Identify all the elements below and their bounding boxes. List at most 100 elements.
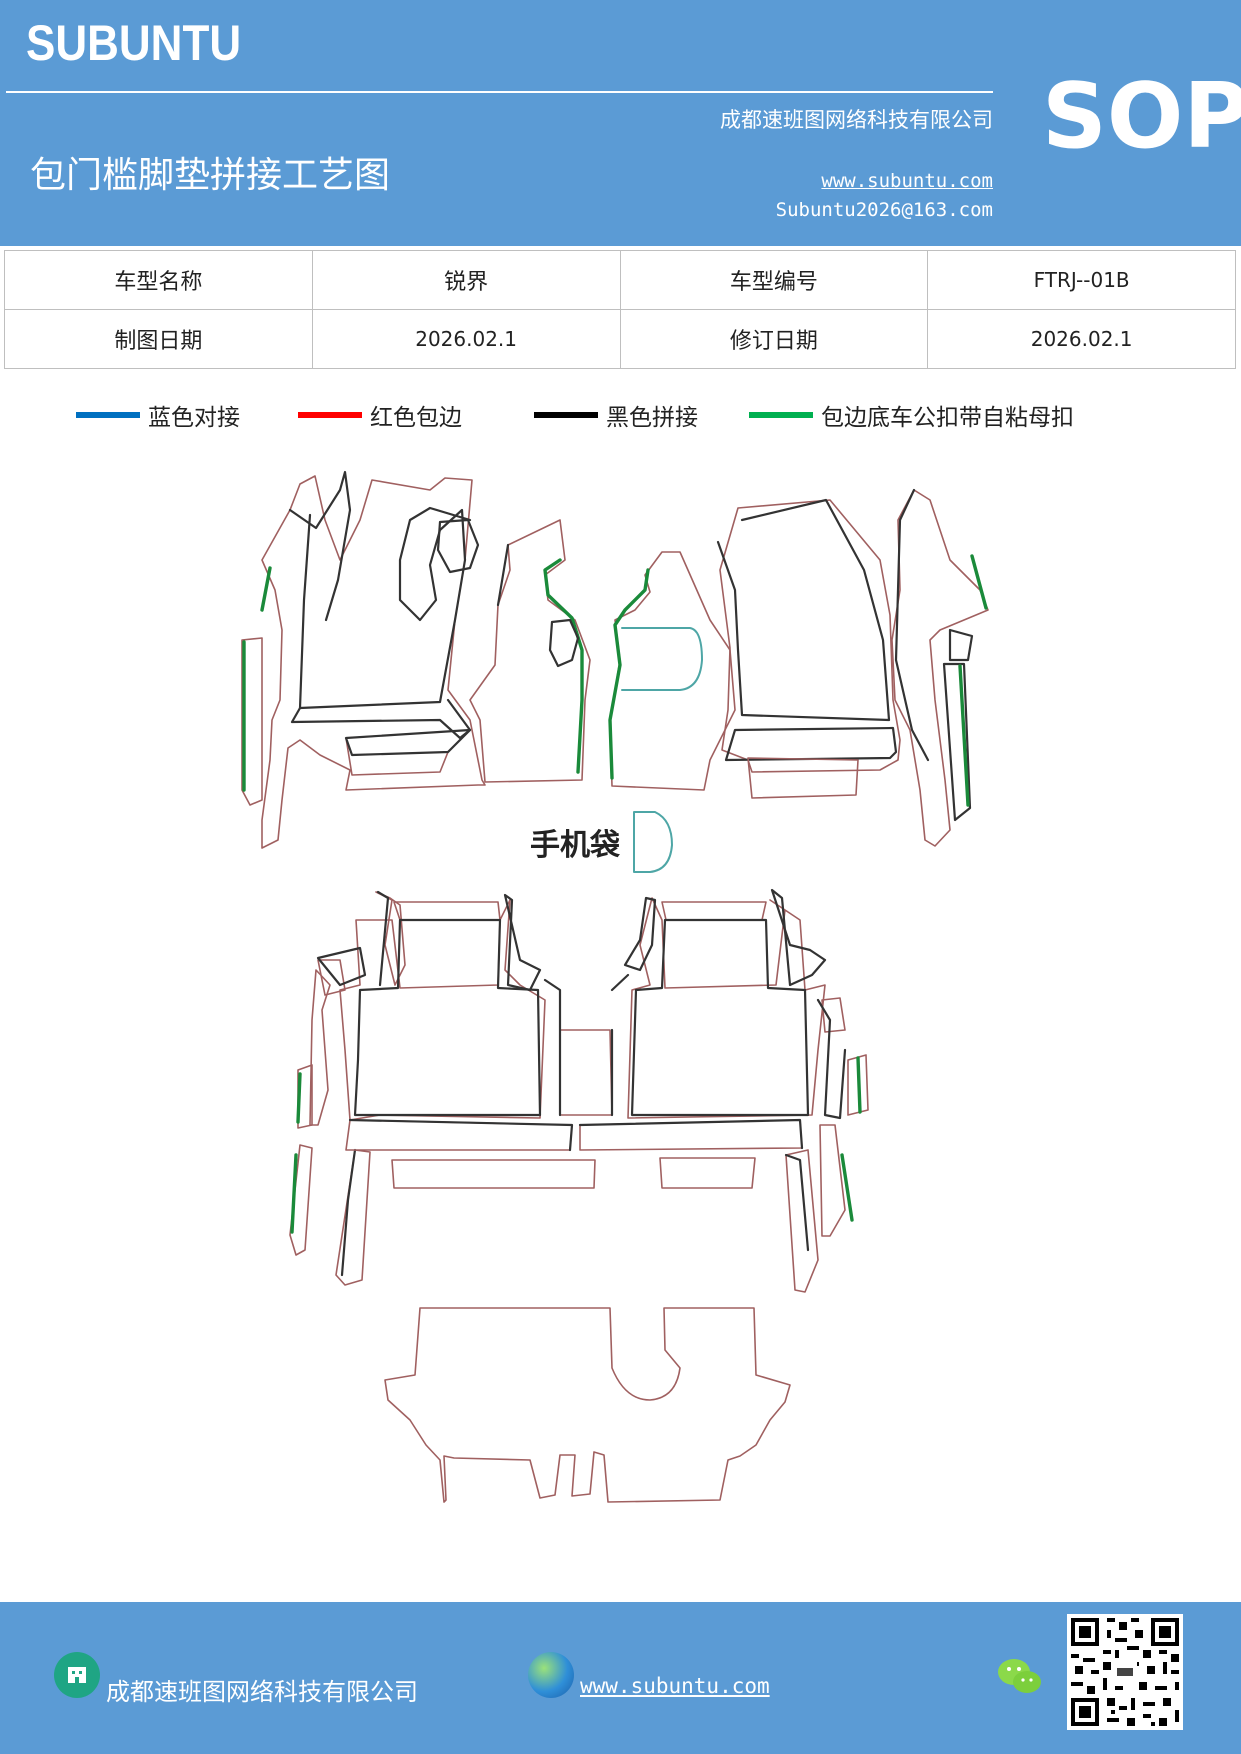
legend-swatch-red	[298, 412, 362, 418]
legend-label: 黑色拼接	[606, 405, 698, 431]
mat-outline	[785, 1149, 819, 1293]
building-icon	[68, 1667, 86, 1683]
document-title: 包门槛脚垫拼接工艺图	[30, 155, 391, 196]
legend-swatch-blue	[76, 412, 140, 418]
side-strip	[942, 662, 972, 822]
front-right-floor-piece	[469, 519, 591, 783]
legend-item-blue: 蓝色对接	[76, 398, 240, 432]
seam-line	[816, 998, 847, 1120]
seam-line	[353, 918, 542, 1117]
company-name: 成都速班图网络科技有限公司	[720, 108, 993, 132]
legend-item-red: 红色包边	[298, 398, 462, 432]
qr-code	[1067, 1614, 1183, 1730]
mat-outline	[819, 1124, 846, 1237]
mat-outline	[847, 1054, 869, 1116]
velcro-strip	[290, 1153, 298, 1234]
email-address: Subuntu2026@163.com	[775, 199, 993, 221]
seam-line	[290, 698, 472, 740]
front-right-mat	[608, 488, 989, 847]
info-table: 车型名称 锐界 车型编号 FTRJ--01B 制图日期 2026.02.1 修订…	[4, 250, 1236, 369]
mat-outline	[261, 475, 486, 849]
revise-date-value: 2026.02.1	[927, 309, 1236, 369]
side-strip	[241, 637, 263, 806]
mat-outline	[891, 489, 989, 847]
velcro-strip	[608, 568, 650, 780]
seam-line	[716, 498, 891, 722]
seam-line	[623, 896, 657, 972]
seam-line	[376, 890, 390, 987]
mat-outline	[391, 1159, 596, 1189]
footer-banner: 成都速班图网络科技有限公司 www.subuntu.com	[0, 1602, 1241, 1754]
model-name-value: 锐界	[311, 250, 621, 310]
seam-line	[503, 893, 542, 992]
front-left-mat	[241, 470, 486, 849]
second-row-mats	[289, 888, 869, 1293]
mat-outline	[627, 897, 826, 1119]
seam-line	[784, 1153, 810, 1252]
seam-line	[344, 728, 472, 757]
velcro-strip	[958, 664, 970, 807]
seam-line	[316, 946, 367, 987]
mat-outline	[747, 757, 859, 799]
mat-outline	[719, 499, 901, 773]
seam-line	[436, 518, 480, 574]
table-row: 车型名称 锐界 车型编号 FTRJ--01B	[4, 250, 1236, 310]
website-link[interactable]: www.subuntu.com	[821, 170, 993, 192]
seam-line	[770, 888, 827, 987]
velcro-strip	[260, 566, 272, 612]
legend-label: 红色包边	[370, 405, 462, 431]
phone-bag-label: 手机袋	[530, 828, 620, 863]
footer-website-link[interactable]: www.subuntu.com	[580, 1674, 770, 1698]
legend-label: 包边底车公扣带自粘母扣	[821, 405, 1074, 431]
revise-date-label: 修订日期	[619, 309, 929, 369]
draw-date-value: 2026.02.1	[311, 309, 621, 369]
velcro-strip	[856, 1056, 862, 1114]
phone-bag-outline	[621, 627, 703, 691]
seam-line	[578, 1118, 804, 1150]
company-icon	[54, 1652, 100, 1698]
seam-line	[298, 506, 472, 710]
seam-line	[348, 1118, 574, 1152]
velcro-strip	[970, 554, 988, 610]
seam-line	[548, 618, 580, 668]
velcro-strip	[543, 558, 584, 774]
header-banner: SUBUNTU 成都速班图网络科技有限公司 包门槛脚垫拼接工艺图 www.sub…	[0, 0, 1241, 246]
mat-outline	[335, 1149, 371, 1286]
mat-outline	[393, 901, 501, 921]
globe-icon	[528, 1652, 574, 1698]
mat-outline	[821, 997, 846, 1033]
legend-item-black: 黑色拼接	[534, 398, 698, 432]
seam-line	[288, 470, 352, 622]
third-row-mat-outline	[384, 1307, 791, 1503]
legend-swatch-green	[749, 412, 813, 418]
mat-outline	[659, 1157, 756, 1189]
model-code-value: FTRJ--01B	[927, 250, 1236, 310]
seam-line	[340, 1148, 357, 1277]
header-divider	[6, 91, 993, 93]
mat-outline	[661, 901, 767, 921]
seam-line	[496, 543, 510, 607]
model-code-label: 车型编号	[619, 250, 929, 310]
mat-outline	[609, 551, 736, 791]
draw-date-label: 制图日期	[4, 309, 313, 369]
footer-company-name: 成都速班图网络科技有限公司	[106, 1678, 418, 1706]
phone-bag-outline	[633, 811, 673, 873]
sop-label: SOP	[1042, 64, 1241, 169]
mat-outline	[339, 899, 546, 1121]
mat-outline	[559, 1029, 613, 1116]
velcro-strip	[840, 1153, 854, 1222]
qr-code-image	[1071, 1618, 1179, 1726]
mat-outline	[375, 891, 406, 986]
side-strip	[948, 628, 974, 662]
legend-swatch-black	[534, 412, 598, 418]
legend: 蓝色对接 红色包边 黑色拼接 包边底车公扣带自粘母扣	[0, 398, 1241, 438]
wechat-icon[interactable]	[996, 1656, 1044, 1698]
model-name-label: 车型名称	[4, 250, 313, 310]
floor-mat-diagram: 手机袋	[241, 470, 989, 1503]
legend-item-green: 包边底车公扣带自粘母扣	[749, 398, 1074, 432]
seam-line	[894, 488, 930, 762]
table-row: 制图日期 2026.02.1 修订日期 2026.02.1	[4, 309, 1236, 369]
seam-line	[724, 726, 898, 762]
mat-outline	[317, 959, 346, 996]
mat-outline	[469, 519, 591, 783]
